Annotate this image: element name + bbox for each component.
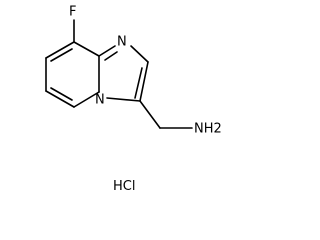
bond-c2-c3-inner [134, 67, 143, 99]
bond-c3-n4 [106, 97, 141, 102]
molecule-structure: F N N NH2 [45, 5, 222, 137]
bond-c7-c8 [45, 41, 75, 59]
bond-c3-ch2 [139, 100, 161, 129]
bond-c5-c6-inner [50, 87, 73, 101]
bond-c7-c8-inner [50, 48, 73, 62]
fluorine-label: F [69, 5, 76, 20]
pyridine-ring [45, 41, 100, 108]
bond-c5-c6 [45, 90, 75, 108]
amine-label: NH2 [194, 122, 222, 137]
bond-c2-c3 [139, 61, 149, 102]
bond-c8a-n1-double [104, 51, 118, 61]
bond-c8a-n1 [98, 45, 116, 57]
bond-n1-c2 [130, 45, 149, 63]
bridgehead-nitrogen-label: N [95, 93, 105, 108]
bond-n4-c5 [73, 91, 100, 108]
imidazole-nitrogen-label: N [117, 35, 127, 50]
salt-label: HCl [113, 179, 136, 194]
bond-c8-c8a [73, 41, 100, 57]
imidazole-ring [98, 45, 149, 102]
